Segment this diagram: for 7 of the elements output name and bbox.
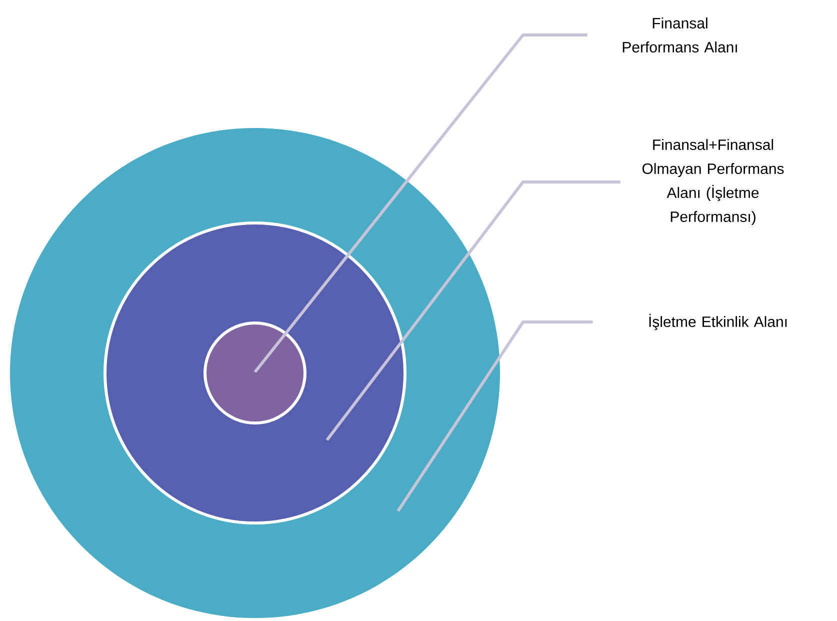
leader-line (396, 320, 593, 512)
leader-line (254, 34, 588, 373)
area-label: Finansal Performans Alanı (622, 18, 737, 52)
area-label: İşletme Etkinlik Alanı (649, 314, 787, 330)
area-label: Finansal+Finansal Olmayan Performans Alanı (İşletme Performansı) (642, 139, 784, 225)
leader-line (326, 180, 620, 441)
circle-area (204, 322, 306, 424)
